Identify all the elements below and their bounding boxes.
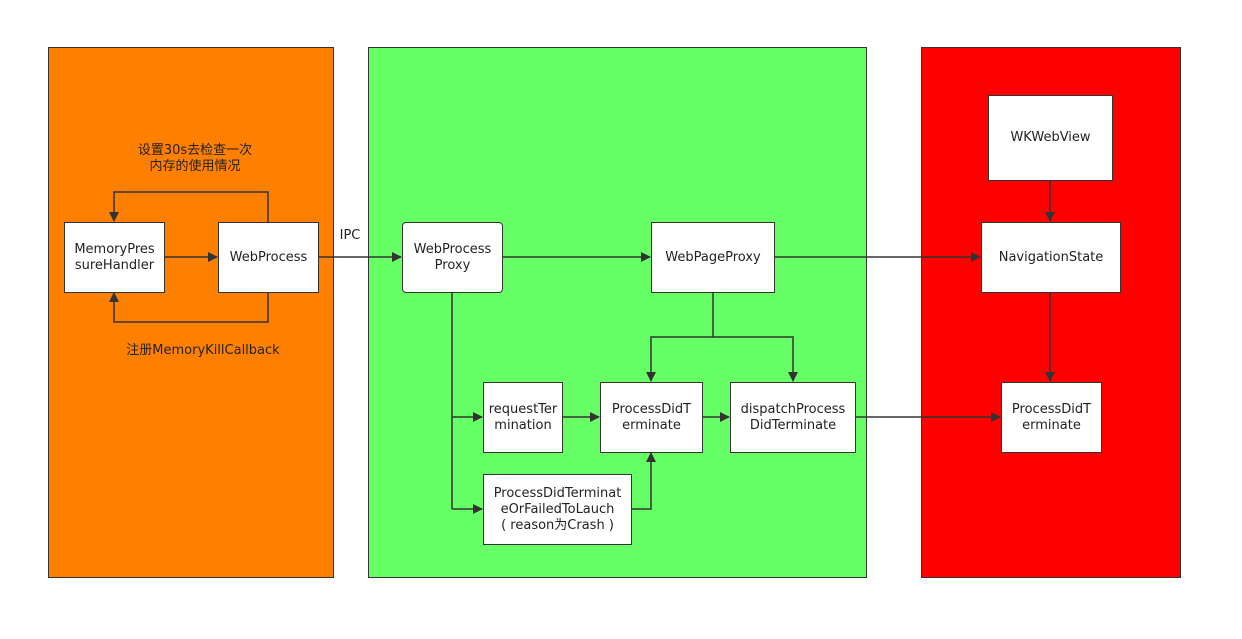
navigation-state-node[interactable]: NavigationState <box>981 222 1121 293</box>
node-label: DidTerminate <box>749 417 837 433</box>
node-label: dispatchProcess <box>740 401 846 417</box>
node-label: sureHandler <box>74 257 155 273</box>
node-label: WebProcess <box>413 241 492 257</box>
node-label: erminate <box>622 417 681 433</box>
node-label: ProcessDidT <box>1011 401 1092 417</box>
edge-register-loop <box>109 292 269 323</box>
node-label: ( reason为Crash ) <box>501 517 614 533</box>
timer-note-line1: 设置30s去检查一次 <box>137 143 253 158</box>
node-label: mination <box>494 417 552 433</box>
timer-note-line2: 内存的使用情况 <box>149 159 241 174</box>
node-label: WKWebView <box>1010 130 1091 145</box>
node-label: eOrFailedToLauch <box>500 501 615 517</box>
memory-pressure-handler-node[interactable]: MemoryPres sureHandler <box>64 222 165 293</box>
node-label: ProcessDidT <box>611 401 692 417</box>
web-process-node[interactable]: WebProcess <box>218 222 319 293</box>
node-label: NavigationState <box>998 249 1104 265</box>
node-label: MemoryPres <box>74 241 155 257</box>
web-process-proxy-node[interactable]: WebProcess Proxy <box>402 222 503 293</box>
edge-timer-loop <box>109 191 269 222</box>
web-page-proxy-node[interactable]: WebPageProxy <box>651 222 775 293</box>
process-did-terminate-right-node[interactable]: ProcessDidT erminate <box>1001 382 1102 453</box>
register-note-text: 注册MemoryKillCallback <box>126 343 280 358</box>
node-label: requestTer <box>488 401 558 417</box>
edge-pageproxy-branch-left <box>646 292 714 382</box>
node-label: WebProcess <box>229 249 308 265</box>
node-label: erminate <box>1022 417 1081 433</box>
node-label: Proxy <box>434 257 471 273</box>
ipc-label: IPC <box>333 228 367 244</box>
process-did-terminate-node[interactable]: ProcessDidT erminate <box>600 382 703 453</box>
node-label: ProcessDidTerminat <box>493 485 622 501</box>
memory-process-panel <box>48 47 334 578</box>
ipc-label-text: IPC <box>339 228 361 243</box>
edge-failed-to-terminate <box>631 452 656 510</box>
timer-note: 设置30s去检查一次 内存的使用情况 <box>110 143 280 175</box>
wk-web-view-node[interactable]: WKWebView <box>988 95 1113 181</box>
request-termination-node[interactable]: requestTer mination <box>483 382 563 453</box>
node-label: WebPageProxy <box>665 249 761 265</box>
process-did-terminate-or-failed-node[interactable]: ProcessDidTerminat eOrFailedToLauch ( re… <box>483 474 632 545</box>
edge-pageproxy-branch-right <box>713 336 798 382</box>
dispatch-process-did-terminate-node[interactable]: dispatchProcess DidTerminate <box>730 382 856 453</box>
register-note: 注册MemoryKillCallback <box>98 343 308 359</box>
